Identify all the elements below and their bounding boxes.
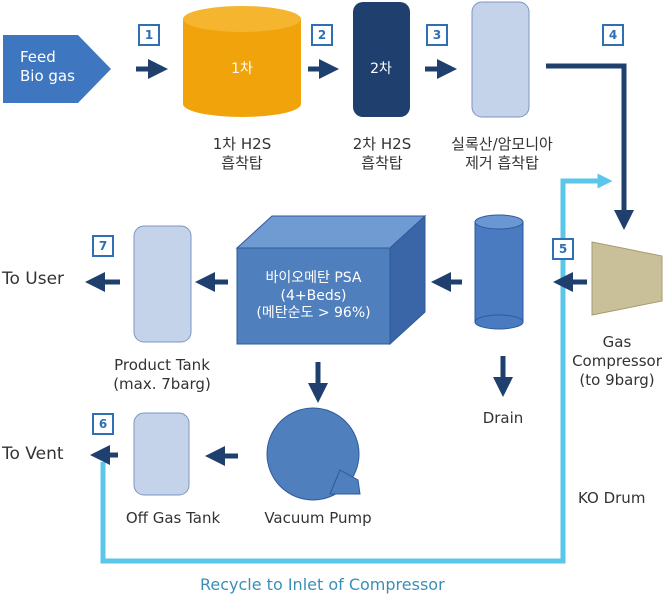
tank1-label-line2: 흡착탑 (221, 153, 263, 172)
product-tank-label-line2: (max. 7barg) (113, 374, 211, 393)
tank2-label: 2차 H2S 흡착탑 (332, 135, 432, 173)
product-tank-label-line1: Product Tank (114, 356, 210, 374)
tank1-label-line1: 1차 H2S (212, 135, 272, 153)
ko-drum-label: KO Drum (578, 489, 646, 507)
h2s-adsorber-2-shape (353, 2, 410, 117)
gas-compressor-shape (591, 241, 663, 316)
to-user-label: To User (2, 269, 65, 289)
drain-vessel-shape (474, 214, 524, 330)
tank3-label-line1: 실록산/암모니아 (451, 135, 553, 153)
tank2-label-line2: 흡착탑 (361, 153, 403, 172)
psa-unit-shape (235, 214, 427, 346)
off-gas-tank-shape (133, 412, 190, 496)
compressor-label-line2: Compressor (572, 351, 662, 370)
compressor-label-line1: Gas (602, 333, 632, 351)
recycle-label: Recycle to Inlet of Compressor (200, 575, 445, 594)
step-badge-2: 2 (311, 24, 333, 46)
tank3-label: 실록산/암모니아 제거 흡착탑 (432, 135, 572, 173)
tank2-label-line1: 2차 H2S (352, 135, 412, 153)
compressor-label-line3: (to 9barg) (579, 370, 655, 389)
step-badge-7: 7 (92, 235, 114, 257)
step-badge-6: 6 (92, 413, 114, 435)
step-badge-3: 3 (426, 24, 448, 46)
step-badge-1: 1 (138, 24, 160, 46)
tank1-label: 1차 H2S 흡착탑 (192, 135, 292, 173)
product-tank-label: Product Tank (max. 7barg) (97, 356, 227, 394)
h2s-adsorber-1-shape (183, 6, 301, 117)
compressor-label: Gas Compressor (to 9barg) (562, 333, 671, 389)
drain-label: Drain (482, 409, 524, 427)
psa-label-line1: 바이오메탄 PSA (265, 270, 362, 286)
tank3-label-line2: 제거 흡착탑 (465, 153, 539, 172)
recycle-line (100, 173, 613, 564)
psa-label-line3: (메탄순도 > 96%) (256, 305, 371, 321)
step-badge-5: 5 (552, 238, 574, 260)
to-vent-label: To Vent (2, 444, 64, 464)
step-badge-4: 4 (602, 24, 624, 46)
feed-label-line1: Feed (20, 48, 56, 66)
vacuum-pump-shape (266, 407, 361, 501)
product-tank-shape (133, 225, 192, 343)
psa-label-line2: (4+Beds) (280, 287, 347, 304)
feed-label: Feed Bio gas (20, 48, 75, 86)
siloxane-adsorber-shape (471, 1, 530, 118)
feed-label-line2: Bio gas (20, 66, 75, 85)
tank1-tag: 1차 (231, 61, 253, 77)
off-gas-tank-label: Off Gas Tank (125, 509, 221, 527)
psa-label: 바이오메탄 PSA (4+Beds) (메탄순도 > 96%) (237, 270, 390, 323)
feed-inlet-shape (3, 35, 111, 103)
tank2-tag: 2차 (370, 61, 392, 77)
arrow-4 (546, 63, 634, 230)
vacuum-pump-label: Vacuum Pump (264, 509, 372, 527)
